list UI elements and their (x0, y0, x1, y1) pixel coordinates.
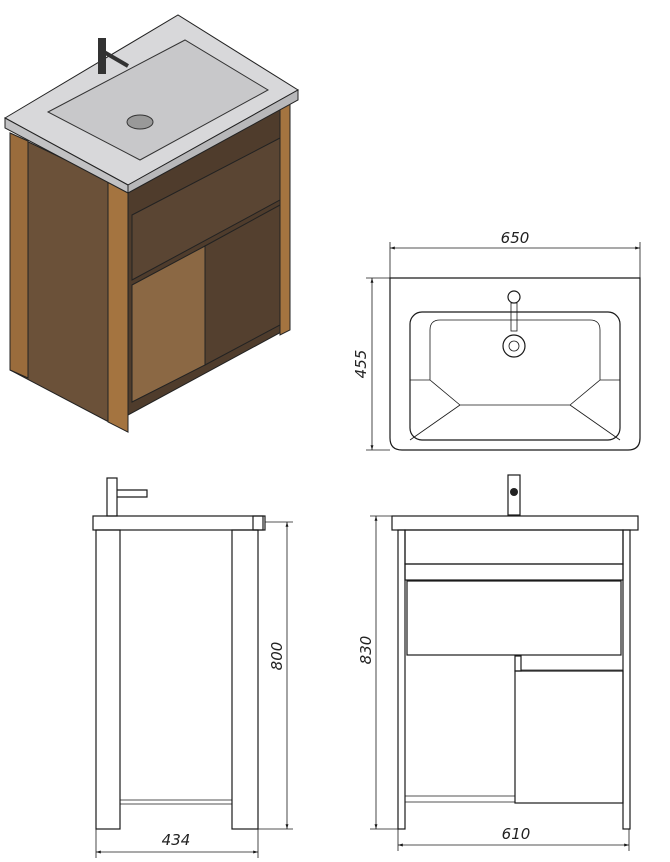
top-view (366, 242, 641, 451)
drain-icon (126, 114, 154, 130)
dimension-610: 610 (502, 825, 531, 843)
front-leg (107, 181, 129, 433)
side-view (92, 477, 293, 858)
dimension-434: 434 (162, 831, 191, 849)
drain-icon (502, 334, 526, 358)
door (514, 670, 624, 804)
isometric-view (3, 14, 299, 433)
basin-edge-right (127, 89, 299, 194)
faucet-icon (106, 477, 118, 517)
drawer (406, 580, 622, 656)
dimension-830: 830 (357, 636, 375, 665)
faucet-icon (507, 290, 521, 304)
left-front-leg (9, 132, 29, 379)
right-leg (279, 102, 291, 336)
faucet-icon (98, 38, 106, 74)
dimension-800: 800 (268, 642, 286, 671)
dimension-455: 455 (352, 350, 370, 379)
dimension-650: 650 (501, 229, 530, 247)
front-view (370, 474, 639, 851)
basin-bowl (46, 39, 270, 161)
faucet-icon (507, 474, 521, 516)
